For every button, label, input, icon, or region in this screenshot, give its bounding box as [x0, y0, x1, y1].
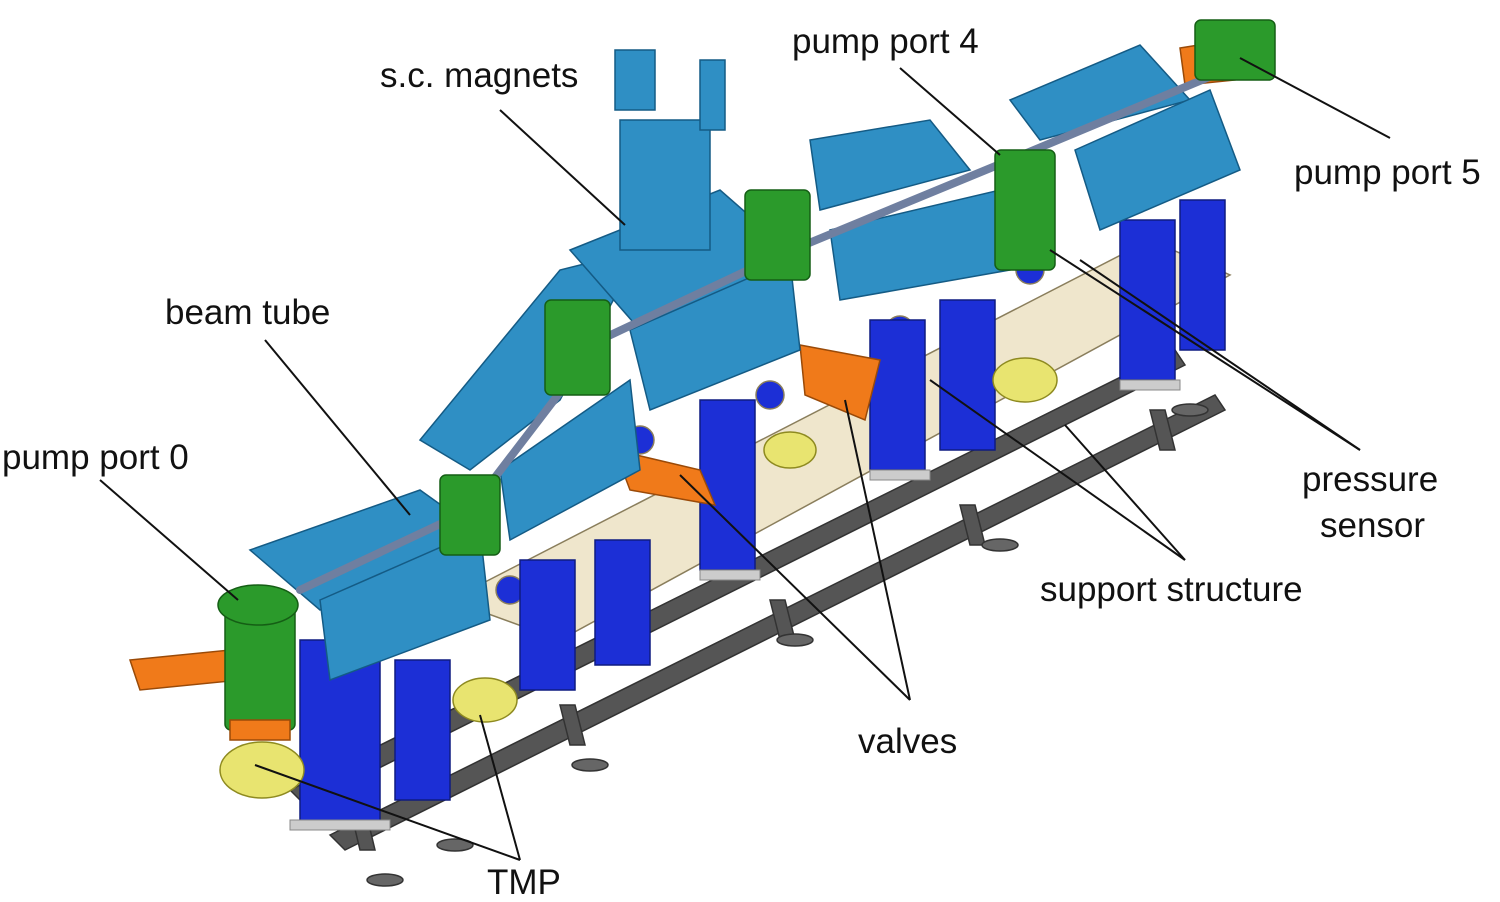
magnet-icon — [829, 189, 1011, 301]
magnets — [248, 44, 1241, 682]
tmp-icon — [219, 741, 305, 799]
label-valves: valves — [858, 722, 958, 761]
tmp-icon — [763, 431, 817, 469]
label-pressure: pressure — [1302, 460, 1439, 499]
leader-lines — [99, 57, 1391, 861]
magnet-icon — [1074, 88, 1241, 232]
valve-icon — [799, 344, 881, 422]
label-sc-magnets: s.c. magnets — [380, 56, 579, 95]
label-beam-tube: beam tube — [165, 293, 331, 332]
magnet-icon — [499, 378, 641, 542]
base-plates — [289, 379, 1181, 831]
valve-icon — [128, 649, 242, 691]
pump-port-icon — [744, 189, 811, 281]
label-pump-port-4: pump port 4 — [792, 22, 979, 61]
magnet-icon — [619, 119, 711, 251]
tmp-pumps — [219, 357, 1058, 799]
pump-port-icon — [994, 149, 1056, 271]
label-sensor: sensor — [1320, 506, 1426, 545]
tmp-icon — [992, 357, 1058, 403]
label-pump-port-5: pump port 5 — [1294, 153, 1481, 192]
label-pump-port-0: pump port 0 — [2, 438, 189, 477]
support-legs — [299, 199, 1226, 826]
label-tmp: TMP — [487, 863, 561, 902]
magnet-icon — [809, 119, 972, 211]
pump-port-icon — [544, 299, 611, 396]
tmp-icon — [452, 677, 518, 723]
label-support-structure: support structure — [1040, 570, 1303, 609]
magnet-icon — [629, 258, 801, 412]
pump-ports — [217, 19, 1276, 741]
magnet-icon — [319, 528, 491, 682]
pump-port-icon — [439, 474, 501, 556]
